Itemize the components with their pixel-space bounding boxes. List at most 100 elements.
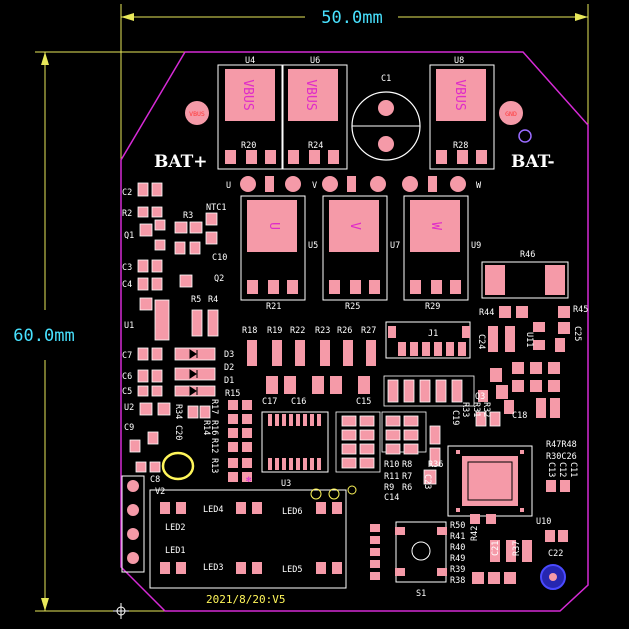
c24-label: C24	[476, 334, 486, 349]
c9-label: C9	[124, 423, 134, 433]
r33-label: R33	[460, 402, 470, 417]
c23-label: C23	[422, 474, 432, 489]
ntc1-label: NTC1	[206, 203, 226, 213]
u7-value: V	[347, 222, 362, 230]
r45-label: R45	[573, 305, 588, 315]
right-upper-labels: R44 R45 C25 C24 U11 Q3 C18 R47R48 R30C26…	[475, 305, 588, 477]
u8-label: U8	[454, 56, 464, 66]
c7-label: C7	[122, 351, 132, 361]
r19-label: R19	[267, 326, 282, 336]
bat-plus-label: BAT+	[154, 152, 208, 172]
bat-minus-label: BAT-	[511, 152, 555, 172]
c25-label: C25	[572, 326, 582, 341]
r3-label: R3	[183, 211, 193, 221]
r22-label: R22	[290, 326, 305, 336]
r37-label: R37	[512, 541, 522, 556]
c16-label: C16	[291, 397, 306, 407]
r10-label: R10	[384, 460, 399, 470]
version-label: 2021/8/20:V5	[206, 593, 285, 606]
height-dimension-label: 60.0mm	[13, 326, 74, 346]
u4-label: U4	[245, 56, 255, 66]
u6-value: VBUS	[303, 79, 318, 110]
pad-column-r38-r50	[370, 514, 496, 580]
c22-label: C22	[548, 549, 563, 559]
mosfet-u5: U U5 R21	[240, 195, 318, 312]
tp-gnd-label: GND	[505, 110, 517, 118]
r40-label: R40	[450, 543, 465, 553]
u8-value: VBUS	[452, 79, 467, 110]
left-labels: C2 R2 Q1 R3 NTC1 C10 Q2 C3 C4 R5 R4 U1 C…	[122, 188, 240, 497]
r25-label: R25	[345, 302, 360, 312]
led2-label: LED2	[165, 523, 185, 533]
resistor-row	[247, 340, 376, 394]
led3-label: LED3	[203, 563, 223, 573]
r20-label: R20	[241, 141, 256, 151]
c14-label: C14	[384, 493, 399, 503]
tp-gnd: GND	[499, 101, 532, 143]
c13-label: C13	[546, 462, 556, 477]
right-column-small	[472, 480, 570, 584]
d3-label: D3	[224, 350, 234, 360]
pad-column-labels: R50 R41 R40 R49 R39 R38	[450, 521, 465, 586]
r11-label: R11	[384, 472, 399, 482]
r6-label: R6	[402, 483, 412, 493]
c19-label: C19	[450, 410, 460, 425]
mcu-u10: U10	[447, 445, 551, 527]
mosfet-u8: VBUS U8 R28	[429, 56, 495, 170]
c8-label: C8	[150, 475, 160, 485]
resistor-stack	[228, 400, 252, 482]
r41-label: R41	[450, 532, 465, 542]
highlight-ellipse	[161, 451, 195, 481]
c12-label: C12	[557, 462, 567, 477]
capacitor-c1: C1	[351, 74, 421, 161]
r5-label: R5	[191, 295, 201, 305]
u3-label: U3	[281, 479, 291, 489]
u2-label: U2	[124, 403, 134, 413]
c10-label: C10	[212, 253, 227, 263]
r31-label: R31	[471, 402, 481, 417]
q3-label: Q3	[475, 392, 485, 402]
r38-label: R38	[450, 576, 465, 586]
board-outline	[120, 51, 589, 612]
r49-label: R49	[450, 554, 465, 564]
r30c26-label: R30C26	[546, 452, 577, 462]
r26-label: R26	[337, 326, 352, 336]
height-dimension: 60.0mm	[13, 51, 215, 612]
r36-label: R36	[428, 460, 443, 470]
j1-label: J1	[428, 329, 438, 339]
r16-label: R16	[209, 420, 219, 435]
u11-label: U11	[524, 332, 534, 347]
button-s1: S1	[395, 521, 447, 599]
c11-label: C11	[568, 462, 578, 477]
r18-label: R18	[242, 326, 257, 336]
ic-u3: U3 ✻	[246, 411, 329, 489]
c18-label: C18	[512, 411, 527, 421]
shunt-r46: R46	[481, 250, 569, 299]
r42-label: R42	[470, 526, 480, 541]
v2-label: V2	[155, 487, 165, 497]
u9-value: W	[428, 222, 443, 230]
c3-label: C3	[122, 263, 132, 273]
r8-label: R8	[402, 460, 412, 470]
c4-label: C4	[122, 280, 132, 290]
r9-label: R9	[384, 483, 394, 493]
phase-u-label: U	[226, 181, 231, 191]
c21-label: C21	[491, 541, 501, 556]
c17-label: C17	[262, 397, 277, 407]
q2-label: Q2	[214, 274, 224, 284]
r39-label: R39	[450, 565, 465, 575]
d2-label: D2	[224, 363, 234, 373]
mosfet-u4: VBUS U4 R20	[217, 56, 283, 170]
resistor-row-labels: R18 R19 R22 R23 R26 R27 C17 C16 C15	[242, 326, 376, 407]
led1-label: LED1	[165, 546, 185, 556]
r47r48-label: R47R48	[546, 440, 577, 450]
r23-label: R23	[315, 326, 330, 336]
r21-label: R21	[266, 302, 281, 312]
phase-w-label: W	[476, 181, 482, 191]
u9-label: U9	[471, 241, 481, 251]
r2-label: R2	[122, 209, 132, 219]
r15-label: R15	[225, 389, 240, 399]
u5-value: U	[266, 222, 281, 230]
r7-label: R7	[402, 472, 412, 482]
